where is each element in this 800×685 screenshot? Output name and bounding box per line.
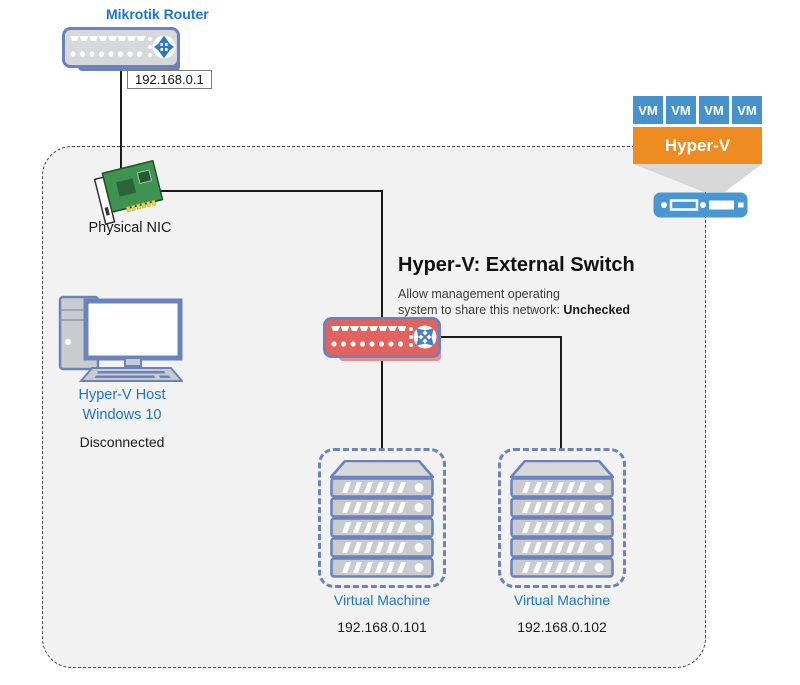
nic-icon bbox=[93, 160, 164, 225]
vm1-box bbox=[318, 448, 446, 588]
hyperv-logo-vm-row: VM VM VM VM bbox=[633, 96, 762, 124]
link-nic-to-switch-horizontal bbox=[157, 190, 383, 192]
network-device-icon bbox=[653, 192, 748, 218]
router-icon bbox=[62, 27, 180, 71]
vm-square: VM bbox=[699, 96, 729, 124]
vm-square: VM bbox=[633, 96, 663, 124]
vswitch-note-line1: Allow management operating bbox=[398, 287, 560, 301]
vswitch-note-value: Unchecked bbox=[563, 302, 631, 317]
link-switch-to-vm2-horizontal bbox=[438, 336, 562, 338]
vm-square: VM bbox=[732, 96, 762, 124]
server-stack-icon bbox=[330, 460, 434, 580]
router-label: Mikrotik Router bbox=[106, 6, 209, 22]
host-labels: Hyper-V Host Windows 10 Disconnected bbox=[47, 385, 197, 450]
four-way-arrows-icon bbox=[153, 35, 175, 59]
vswitch-note-line2: system to share this network: bbox=[398, 302, 564, 317]
host-name-line2: Windows 10 bbox=[82, 407, 162, 423]
link-switch-to-vm1 bbox=[381, 354, 383, 450]
hyperv-host-panel bbox=[42, 146, 706, 668]
host-status: Disconnected bbox=[79, 434, 165, 450]
desktop-computer-icon bbox=[58, 295, 183, 382]
vm2-ip: 192.168.0.102 bbox=[517, 619, 607, 635]
crossed-arrows-icon bbox=[416, 328, 434, 346]
vm2-label: Virtual Machine bbox=[513, 592, 611, 608]
vswitch-title: Hyper-V: External Switch bbox=[398, 254, 635, 276]
link-switch-to-vm2-vertical bbox=[560, 336, 562, 450]
vswitch-note: Allow management operating system to sha… bbox=[398, 287, 630, 318]
vm1-ip: 192.168.0.101 bbox=[337, 619, 427, 635]
nic-label: Physical NIC bbox=[88, 220, 172, 236]
link-nic-to-switch-vertical bbox=[381, 190, 383, 322]
vm1-label: Virtual Machine bbox=[333, 592, 431, 608]
hyperv-logo-bar: Hyper-V bbox=[633, 127, 762, 164]
router-ip-badge: 192.168.0.1 bbox=[127, 70, 212, 89]
virtual-switch-icon bbox=[323, 317, 441, 361]
link-router-to-nic bbox=[120, 66, 122, 170]
vm2-box bbox=[498, 448, 626, 588]
vm-square: VM bbox=[666, 96, 696, 124]
server-stack-icon bbox=[510, 460, 614, 580]
host-name-line1: Hyper-V Host bbox=[78, 387, 166, 403]
